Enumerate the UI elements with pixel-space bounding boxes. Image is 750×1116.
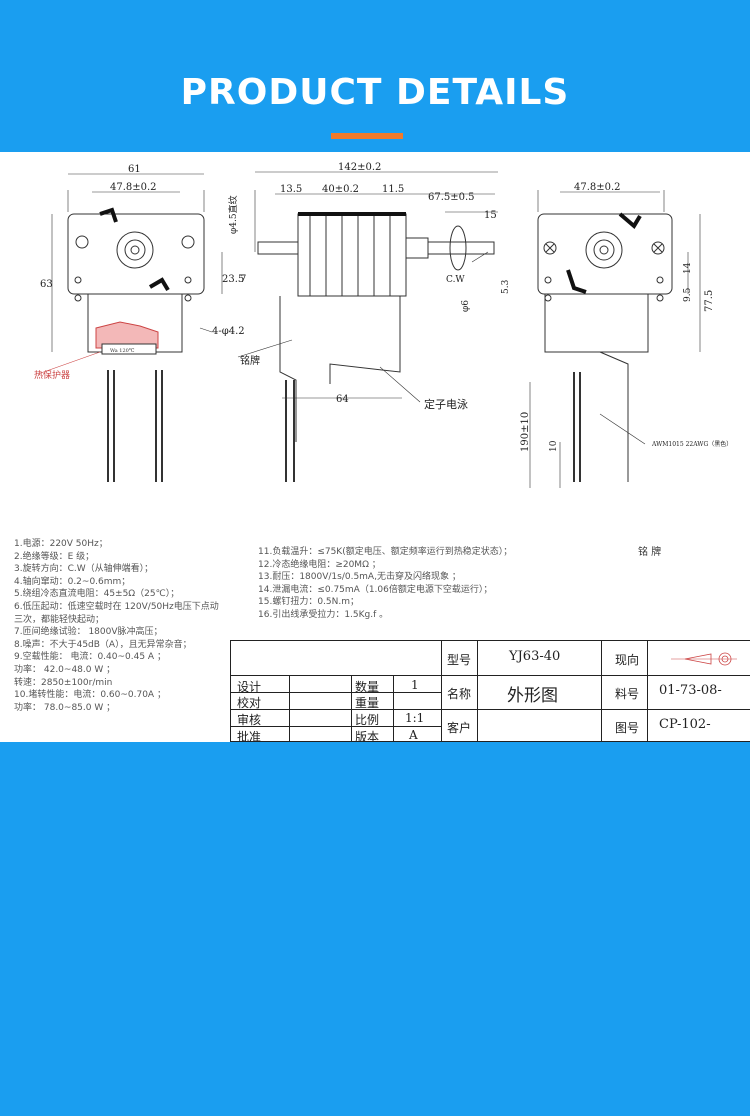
dim-675: 67.5±0.5 <box>428 192 475 203</box>
spec-line: 1.电源：220V 50Hz； <box>14 539 108 549</box>
dim-115: 11.5 <box>382 184 404 195</box>
spec-line: 12.冷态绝缘电阻：≥20MΩ ； <box>258 559 381 570</box>
protector-text: Wa 120℃ <box>110 348 135 354</box>
spec-line: 11.负载温升：≤75K(额定电压、额定频率运行到热稳定状态）； <box>258 547 513 557</box>
tb-drawing-label: 图号 <box>615 721 640 735</box>
dim-142: 142±0.2 <box>338 162 381 173</box>
dim-10: 10 <box>549 440 559 452</box>
spec-line: 三次，都能轻快起动； <box>14 614 105 625</box>
left-view <box>37 173 223 482</box>
spec-line: 13.耐压：1800V/1s/0.5mA,无击穿及闪络现象 ； <box>258 572 461 583</box>
tb-qty-value: 1 <box>411 678 419 692</box>
spec-line: 4.轴向窜动：0.2~0.6mm； <box>14 576 131 587</box>
right-view <box>529 190 701 488</box>
middle-view <box>237 171 498 482</box>
spec-line: 转速：2850±100r/min <box>14 677 113 688</box>
tb-approve: 批准 <box>237 730 262 742</box>
tb-model-label: 型号 <box>447 653 472 667</box>
label-awm: AWM1015 22AWG（黑色） <box>651 440 732 448</box>
dimension-labels: 61 47.8±0.2 63 23.5 7 4-φ4.2 热保护器 Wa 120… <box>34 162 732 452</box>
dim-235: 23.5 <box>222 274 244 285</box>
tb-customer-label: 客户 <box>447 721 472 735</box>
specs-right: 11.负载温升：≤75K(额定电压、额定频率运行到热稳定状态）； 12.冷态绝缘… <box>258 546 512 622</box>
dim-7: 7 <box>240 274 246 285</box>
tb-part-label: 料号 <box>615 687 640 701</box>
tb-name-value: 外形图 <box>507 686 558 706</box>
title-block: 设计 校对 审核 批准 数量 1 重量 比例 1:1 版本 A 型号 YJ63-… <box>230 640 750 742</box>
dim-775: 77.5 <box>704 290 715 312</box>
specs-left: 1.电源：220V 50Hz； 2.绝缘等级：E 级； 3.旋转方向：C.W（从… <box>14 538 219 714</box>
spec-line: 14.泄漏电流：≤0.75mA（1.06倍额定电源下空载运行）； <box>258 584 493 595</box>
tb-check: 校对 <box>237 696 262 710</box>
banner-accent-bar <box>331 133 403 139</box>
banner-title: PRODUCT DETAILS <box>180 72 570 113</box>
spec-line: 7.匝间绝缘试验： 1800V脉冲高压； <box>14 627 163 638</box>
spec-line: 15.螺钉扭力：0.5N.m； <box>258 597 359 608</box>
nameplate-label: 铭 牌 <box>638 547 662 558</box>
dim-shaft: φ4.5直纹 <box>227 195 239 234</box>
dim-135: 13.5 <box>280 184 302 195</box>
label-plate: 铭牌 <box>240 354 260 367</box>
drawing-sheet: 61 47.8±0.2 63 23.5 7 4-φ4.2 热保护器 Wa 120… <box>0 152 750 742</box>
tb-model-value: YJ63-40 <box>509 649 561 664</box>
dim-95: 9.5 <box>683 287 693 302</box>
spec-line: 16.引出线承受拉力：1.5Kg.f 。 <box>258 609 389 620</box>
tb-weight-label: 重量 <box>355 696 380 710</box>
spec-line: 功率： 78.0~85.0 W ； <box>14 702 116 713</box>
dim-478-right: 47.8±0.2 <box>574 182 621 193</box>
dim-63: 63 <box>40 279 53 290</box>
dim-phi6: φ6 <box>461 300 471 312</box>
dim-53: 5.3 <box>501 279 511 294</box>
spec-line: 5.绕组冷态直流电阻：45±5Ω（25℃）； <box>14 589 180 600</box>
tb-part-value: 01-73-08- <box>659 683 722 698</box>
spec-line: 8.噪声：不大于45dB（A），且无异常杂音； <box>14 639 192 650</box>
dim-15: 15 <box>484 210 497 221</box>
spec-line: 功率： 42.0~48.0 W ； <box>14 664 116 675</box>
tb-review: 审核 <box>237 713 262 727</box>
tb-scale-label: 比例 <box>355 713 380 727</box>
dim-cw: C.W <box>446 275 465 285</box>
tb-name-label: 名称 <box>447 687 472 701</box>
spec-line: 10.堵转性能：电流：0.60~0.70A ； <box>14 690 166 701</box>
dim-478-left: 47.8±0.2 <box>110 182 157 193</box>
dim-190: 190±10 <box>520 412 531 452</box>
tb-drawing-value: CP-102- <box>659 717 711 732</box>
tb-design: 设计 <box>237 680 262 694</box>
tb-scale-value: 1:1 <box>405 711 425 725</box>
spec-line: 2.绝缘等级：E 级； <box>14 551 95 562</box>
label-protector: 热保护器 <box>34 369 70 381</box>
technical-drawing: 61 47.8±0.2 63 23.5 7 4-φ4.2 热保护器 Wa 120… <box>34 162 732 488</box>
dim-61: 61 <box>128 164 141 175</box>
spec-line: 6.低压起动：低速空载时在 120V/50Hz电压下点动 <box>14 601 219 612</box>
tb-qty-label: 数量 <box>355 680 380 694</box>
dim-40: 40±0.2 <box>322 184 359 195</box>
spec-line: 3.旋转方向：C.W（从轴伸端看）； <box>14 564 154 575</box>
banner: PRODUCT DETAILS <box>0 0 750 152</box>
tb-view-label: 现向 <box>615 653 640 667</box>
dim-14: 14 <box>683 262 693 274</box>
label-stator: 定子电泳 <box>424 397 468 411</box>
projection-symbol-icon <box>671 652 737 666</box>
tb-version-value: A <box>409 728 418 742</box>
dim-4phi: 4-φ4.2 <box>212 326 245 337</box>
dim-64: 64 <box>336 394 349 405</box>
spec-line: 9.空载性能： 电流：0.40~0.45 A ； <box>14 652 166 663</box>
tb-version-label: 版本 <box>355 730 380 742</box>
